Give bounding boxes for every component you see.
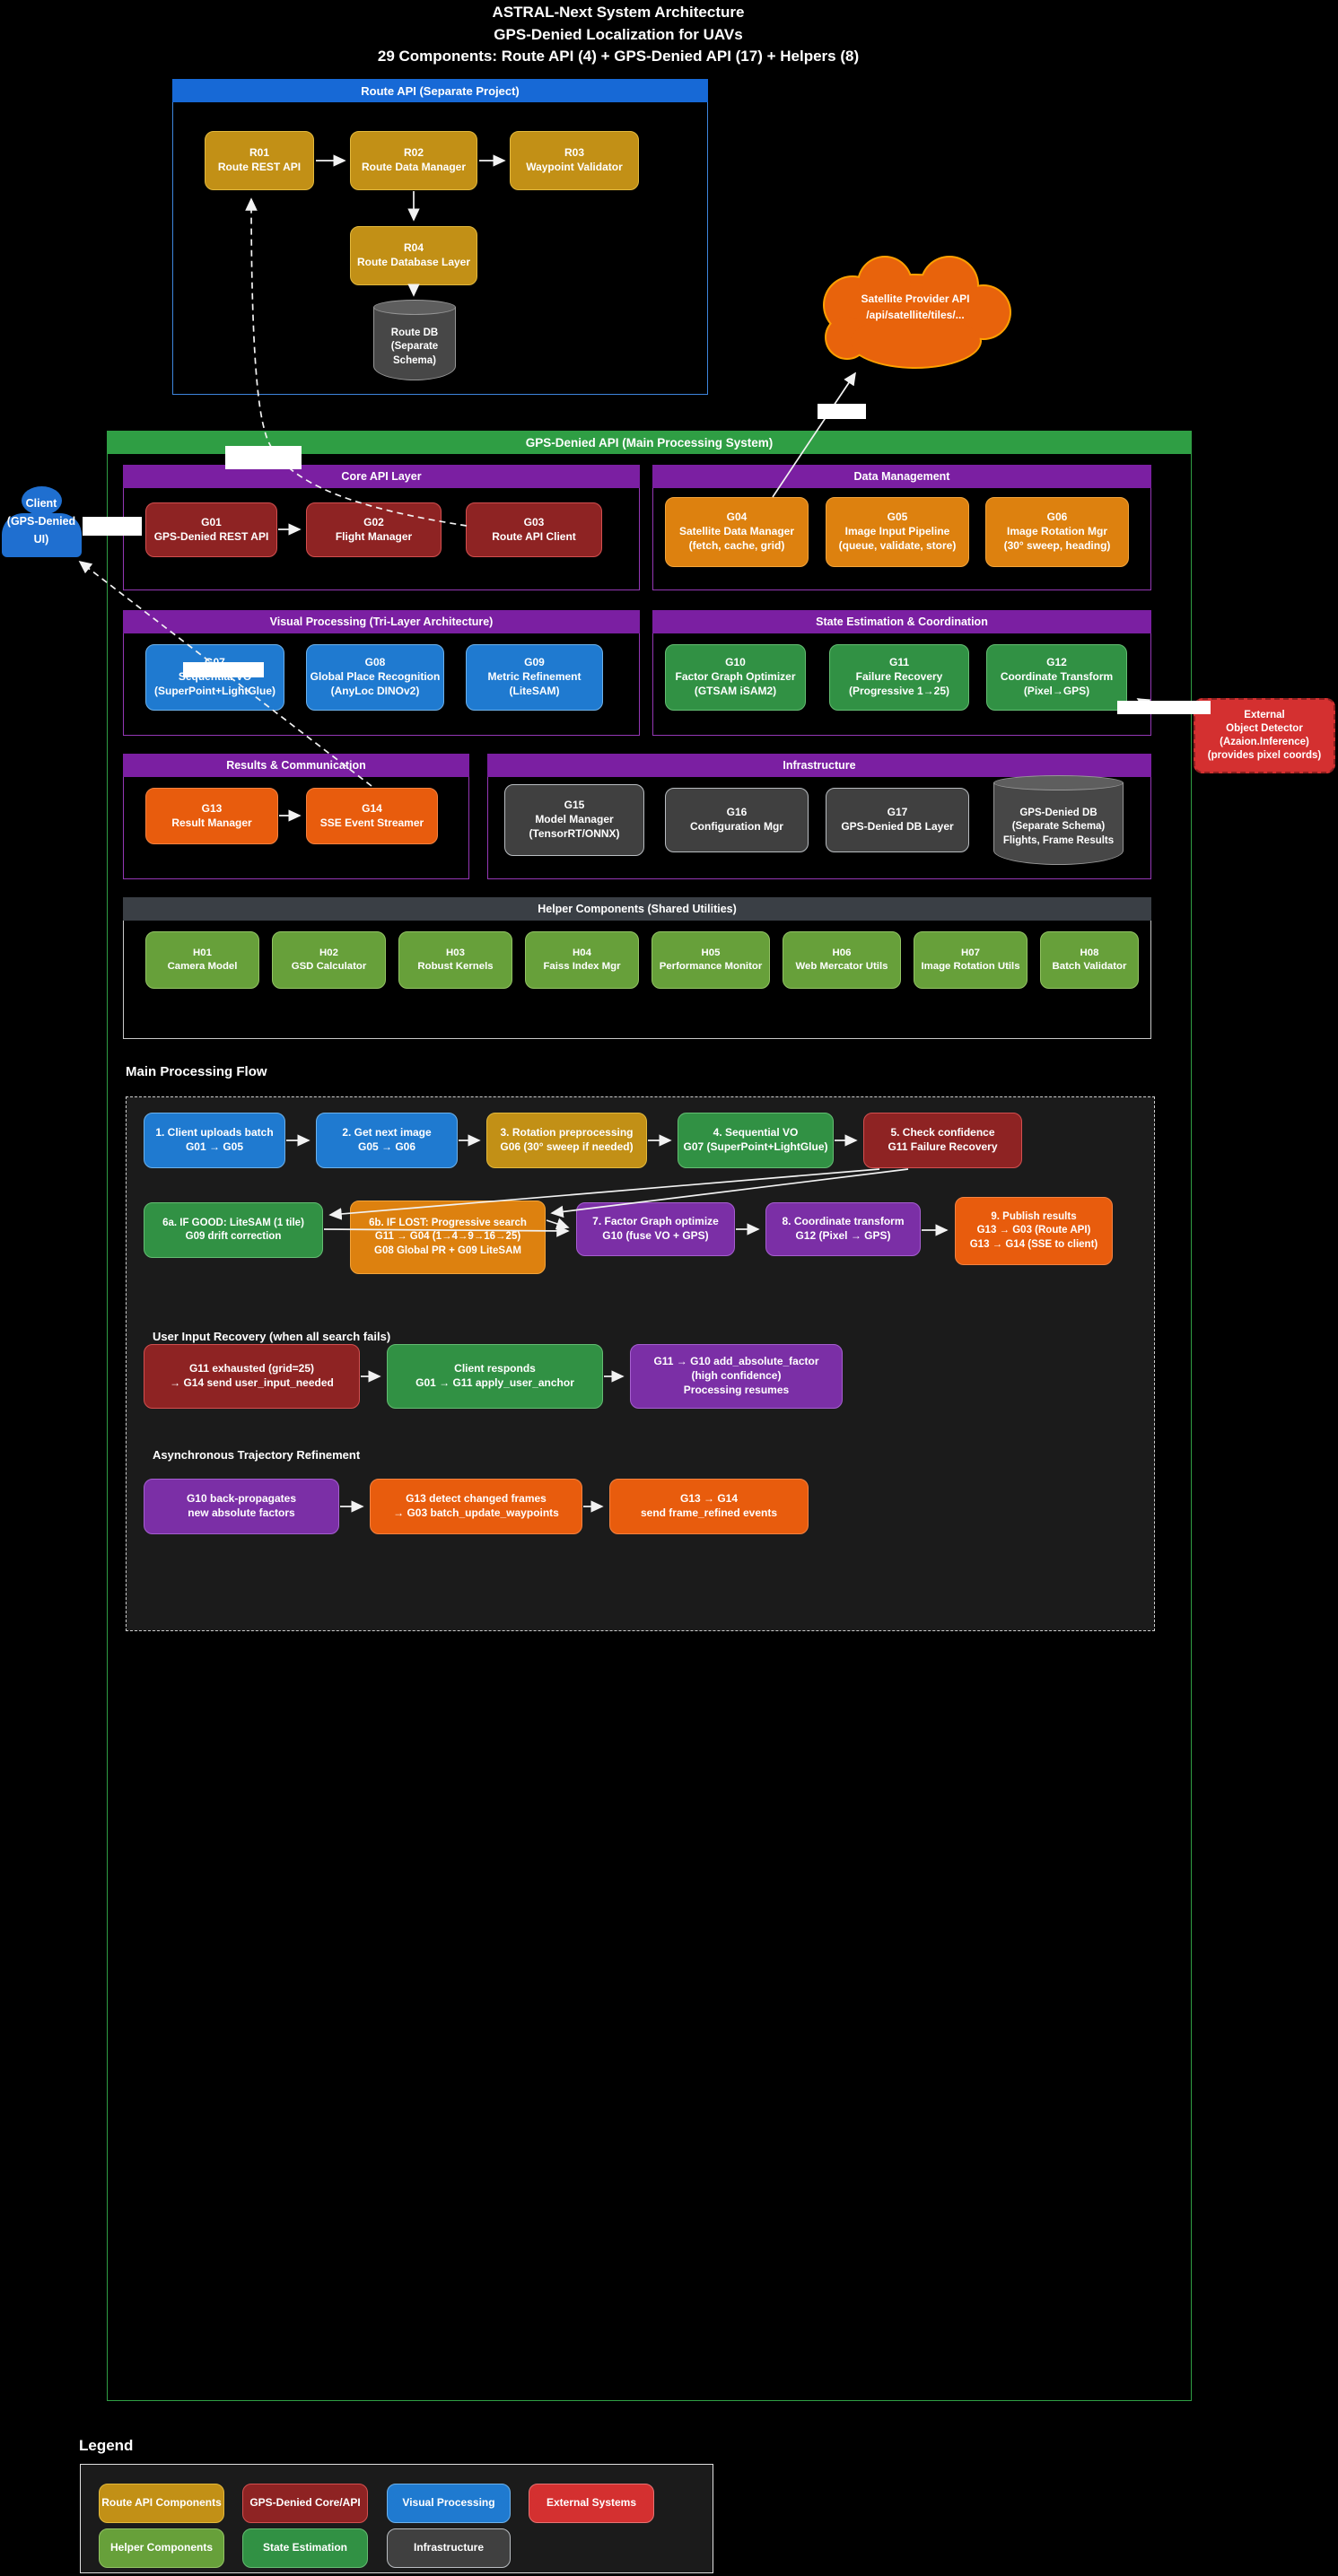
- flow-recovery-2: Client responds G01 → G11 apply_user_anc…: [387, 1344, 603, 1409]
- flow-async-1: G10 back-propagates new absolute factors: [144, 1479, 339, 1534]
- client-actor-label: Client (GPS-Denied UI): [6, 497, 76, 546]
- node-h05: H05 Performance Monitor: [652, 931, 770, 989]
- flow-recovery-3: G11 → G10 add_absolute_factor (high conf…: [630, 1344, 843, 1409]
- node-g10: G10 Factor Graph Optimizer (GTSAM iSAM2): [665, 644, 806, 711]
- node-h02: H02 GSD Calculator: [272, 931, 386, 989]
- node-h03: H03 Robust Kernels: [398, 931, 512, 989]
- legend-core: GPS-Denied Core/API: [242, 2484, 368, 2523]
- node-g16: G16 Configuration Mgr: [665, 788, 809, 852]
- data-mgmt-container: Data Management: [652, 465, 1151, 590]
- recovery-title: User Input Recovery (when all search fai…: [153, 1330, 391, 1343]
- gps-db-cylinder: GPS-Denied DB (Separate Schema) Flights,…: [993, 775, 1124, 865]
- legend-visual: Visual Processing: [387, 2484, 511, 2523]
- satellite-cloud: [823, 256, 1011, 369]
- gps-api-header: GPS-Denied API (Main Processing System): [107, 431, 1192, 454]
- node-h08: H08 Batch Validator: [1040, 931, 1139, 989]
- flow-step-6a: 6a. IF GOOD: LiteSAM (1 tile) G09 drift …: [144, 1202, 323, 1258]
- helpers-container: Helper Components (Shared Utilities): [123, 897, 1151, 1039]
- core-api-header: Core API Layer: [123, 465, 640, 488]
- node-g07: G07 Sequential VO (SuperPoint+LightGlue): [145, 644, 284, 711]
- gps-db-label: GPS-Denied DB (Separate Schema) Flights,…: [1002, 807, 1115, 846]
- node-g15: G15 Model Manager (TensorRT/ONNX): [504, 784, 644, 856]
- node-g17: G17 GPS-Denied DB Layer: [826, 788, 969, 852]
- flow-step-4: 4. Sequential VO G07 (SuperPoint+LightGl…: [678, 1113, 834, 1168]
- flow-step-9: 9. Publish results G13 → G03 (Route API)…: [955, 1197, 1113, 1265]
- node-g05: G05 Image Input Pipeline (queue, validat…: [826, 497, 969, 567]
- node-g02: G02 Flight Manager: [306, 502, 442, 557]
- flow-step-8: 8. Coordinate transform G12 (Pixel → GPS…: [765, 1202, 921, 1256]
- client-actor-head: [22, 486, 62, 515]
- flow-step-6b: 6b. IF LOST: Progressive search G11 → G0…: [350, 1201, 546, 1274]
- flow-step-5: 5. Check confidence G11 Failure Recovery: [863, 1113, 1022, 1168]
- route-db-cylinder: Route DB (Separate Schema): [373, 300, 456, 380]
- state-header: State Estimation & Coordination: [652, 610, 1151, 633]
- async-title: Asynchronous Trajectory Refinement: [153, 1448, 361, 1462]
- legend-title: Legend: [79, 2437, 134, 2454]
- external-detector: External Object Detector (Azaion.Inferen…: [1194, 698, 1335, 773]
- node-h07: H07 Image Rotation Utils: [914, 931, 1028, 989]
- node-h01: H01 Camera Model: [145, 931, 259, 989]
- flow-step-2: 2. Get next image G05 → G06: [316, 1113, 458, 1168]
- helpers-header: Helper Components (Shared Utilities): [123, 897, 1151, 921]
- node-g11: G11 Failure Recovery (Progressive 1→25): [829, 644, 969, 711]
- node-h06: H06 Web Mercator Utils: [783, 931, 901, 989]
- diagram-title: ASTRAL-Next System Architecture GPS-Deni…: [377, 4, 860, 65]
- node-g04: G04 Satellite Data Manager (fetch, cache…: [665, 497, 809, 567]
- route-api-container: Route API (Separate Project): [172, 79, 708, 395]
- node-g09: G09 Metric Refinement (LiteSAM): [466, 644, 603, 711]
- flow-step-7: 7. Factor Graph optimize G10 (fuse VO + …: [576, 1202, 735, 1256]
- node-g01: G01 GPS-Denied REST API: [145, 502, 277, 557]
- infra-container: Infrastructure: [487, 754, 1151, 879]
- node-g06: G06 Image Rotation Mgr (30° sweep, headi…: [985, 497, 1129, 567]
- node-r04: R04 Route Database Layer: [350, 226, 477, 285]
- node-r03: R03 Waypoint Validator: [510, 131, 639, 190]
- legend-state: State Estimation: [242, 2528, 368, 2568]
- node-g12: G12 Coordinate Transform (Pixel→GPS): [986, 644, 1127, 711]
- node-g14: G14 SSE Event Streamer: [306, 788, 438, 844]
- legend-external: External Systems: [529, 2484, 654, 2523]
- node-g08: G08 Global Place Recognition (AnyLoc DIN…: [306, 644, 444, 711]
- node-g03: G03 Route API Client: [466, 502, 602, 557]
- flow-async-2: G13 detect changed frames → G03 batch_up…: [370, 1479, 582, 1534]
- flow-recovery-1: G11 exhausted (grid=25) → G14 send user_…: [144, 1344, 360, 1409]
- infra-header: Infrastructure: [487, 754, 1151, 777]
- flow-step-3: 3. Rotation preprocessing G06 (30° sweep…: [486, 1113, 647, 1168]
- edge-label-blank-sat: [818, 404, 866, 419]
- flow-title: Main Processing Flow: [126, 1064, 267, 1079]
- legend-infra: Infrastructure: [387, 2528, 511, 2568]
- data-mgmt-header: Data Management: [652, 465, 1151, 488]
- visual-header: Visual Processing (Tri-Layer Architectur…: [123, 610, 640, 633]
- legend-route: Route API Components: [99, 2484, 224, 2523]
- node-g13: G13 Result Manager: [145, 788, 278, 844]
- legend-helper: Helper Components: [99, 2528, 224, 2568]
- state-container: State Estimation & Coordination: [652, 610, 1151, 736]
- node-h04: H04 Faiss Index Mgr: [525, 931, 639, 989]
- flow-async-3: G13 → G14 send frame_refined events: [609, 1479, 809, 1534]
- flow-step-1: 1. Client uploads batch G01 → G05: [144, 1113, 285, 1168]
- node-r02: R02 Route Data Manager: [350, 131, 477, 190]
- node-r01: R01 Route REST API: [205, 131, 314, 190]
- client-actor-body: [2, 513, 82, 557]
- route-db-label: Route DB (Separate Schema): [390, 327, 439, 366]
- satellite-cloud-label: Satellite Provider API /api/satellite/ti…: [861, 293, 970, 321]
- route-api-header: Route API (Separate Project): [172, 79, 708, 102]
- results-header: Results & Communication: [123, 754, 469, 777]
